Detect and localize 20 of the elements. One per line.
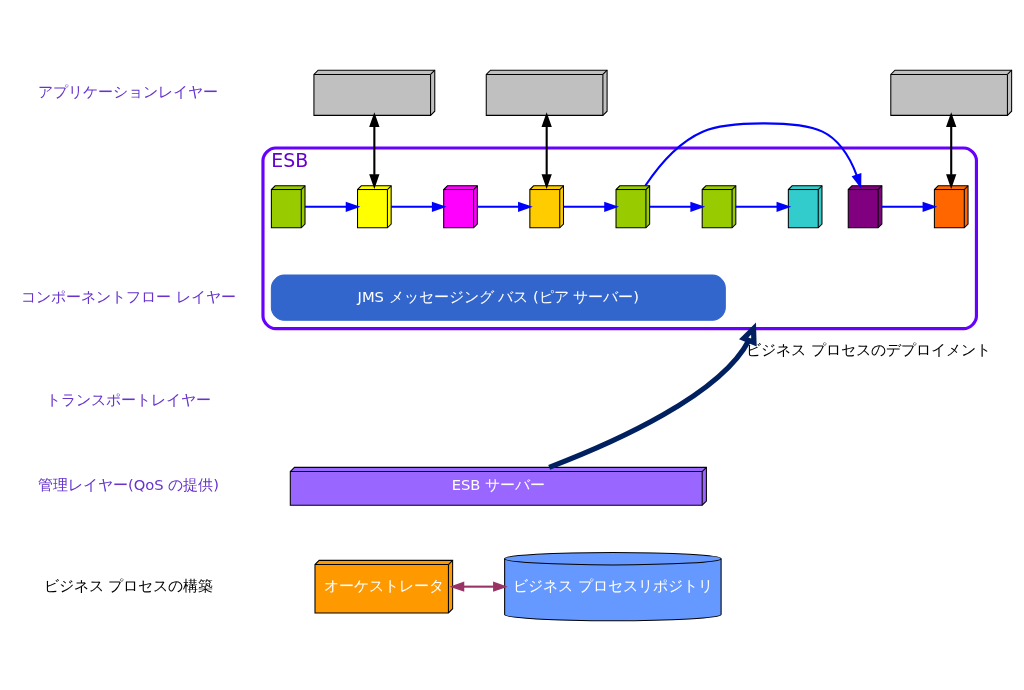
arrow (477, 201, 533, 212)
label: トランスポートレイヤー (45, 390, 211, 408)
arrow (369, 111, 380, 189)
arrow (563, 201, 619, 212)
arrow (644, 121, 862, 189)
arrow (649, 201, 706, 212)
label: アプリケーションレイヤー (38, 82, 219, 100)
label: 管理レイヤー(QoS の提供) (37, 475, 220, 493)
arrow (881, 201, 938, 212)
arrow (548, 322, 757, 470)
arrow (391, 201, 447, 212)
label: コンポーネントフロー レイヤー (21, 287, 236, 305)
arrow (305, 201, 361, 212)
label: ビジネス プロセスの構築 (43, 576, 214, 594)
arrow (541, 111, 552, 189)
arrow (449, 581, 508, 592)
arrow (735, 201, 792, 212)
edge-label: ビジネス プロセスのデプロイメント (746, 340, 992, 358)
node-box: JMS メッセージング バス (ピア サーバー) (270, 274, 726, 321)
arrow (946, 111, 957, 189)
